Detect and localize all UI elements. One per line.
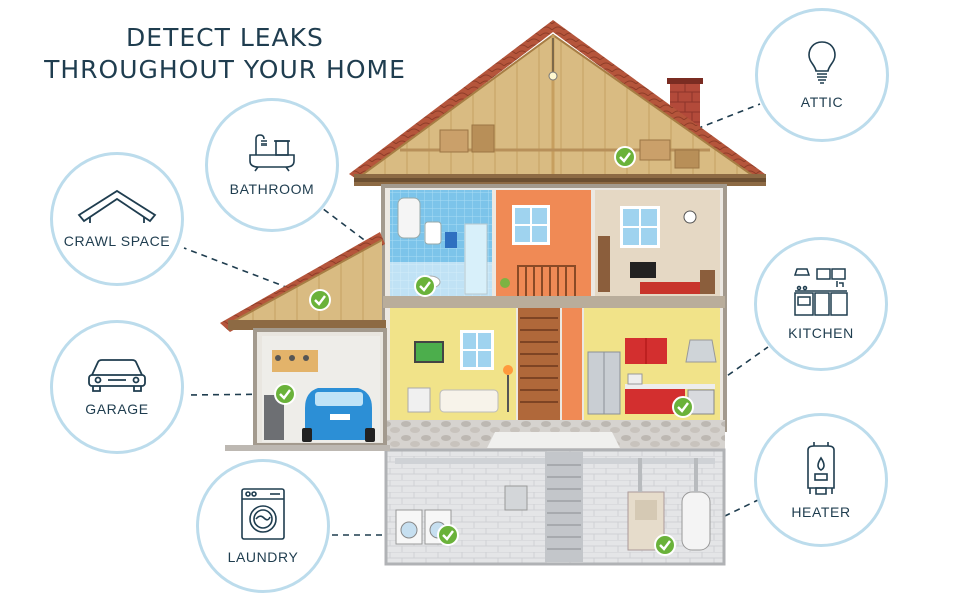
heater-label: HEATER [791, 504, 851, 520]
kitchen-callout: KITCHEN [754, 237, 888, 371]
check-icon-kitchen [672, 396, 694, 418]
bathroom-label: BATHROOM [229, 181, 315, 197]
car-icon [88, 359, 146, 392]
light-bulb-icon [808, 41, 836, 84]
bathroom-callout: BATHROOM [205, 98, 339, 232]
kitchen-icon [793, 268, 848, 316]
check-icon-heater [654, 534, 676, 556]
heater-callout: HEATER [754, 413, 888, 547]
water-heater-icon [807, 442, 835, 495]
check-icon-attic [614, 146, 636, 168]
check-icon-crawl-space [309, 289, 331, 311]
title-line-1: DETECT LEAKS [126, 23, 324, 52]
page-title: DETECT LEAKS THROUGHOUT YOUR HOME [10, 22, 440, 86]
roof-icon [77, 189, 157, 223]
garage-callout: GARAGE [50, 320, 184, 454]
laundry-label: LAUNDRY [227, 549, 299, 565]
attic-callout: ATTIC [755, 8, 889, 142]
title-line-2: THROUGHOUT YOUR HOME [44, 55, 406, 84]
central-stairs [518, 308, 560, 420]
attic-label: ATTIC [800, 94, 844, 110]
laundry-callout: LAUNDRY [196, 459, 330, 593]
check-icon-garage [274, 383, 296, 405]
crawl-space-callout: CRAWL SPACE [50, 152, 184, 286]
garage-label: GARAGE [85, 401, 149, 417]
check-icon-laundry [437, 524, 459, 546]
kitchen-label: KITCHEN [788, 325, 854, 341]
crawl-space-label: CRAWL SPACE [63, 233, 171, 249]
bathtub-icon [249, 134, 295, 172]
check-icon-bathroom [414, 275, 436, 297]
check-markers [274, 146, 694, 556]
washing-machine-icon [241, 488, 285, 540]
